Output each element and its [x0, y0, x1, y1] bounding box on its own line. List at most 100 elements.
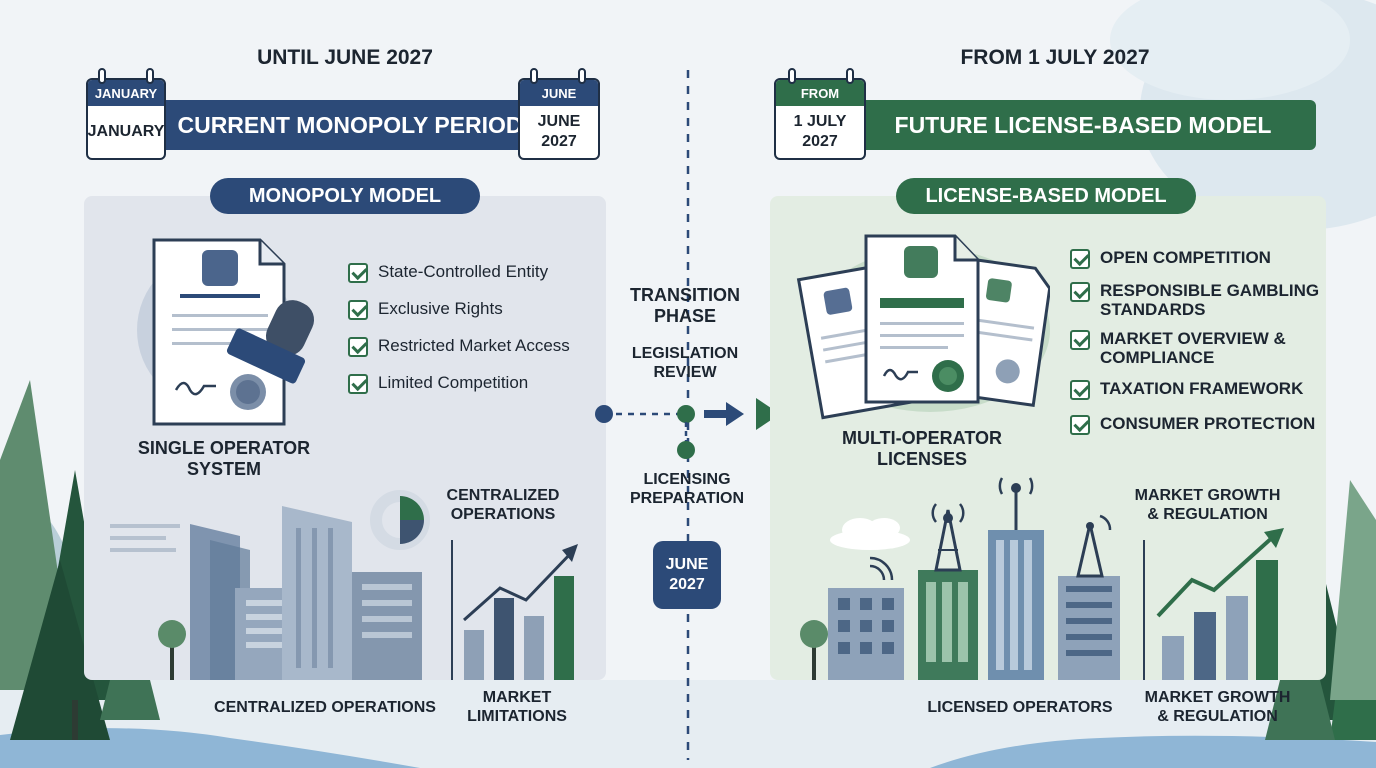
label-line: & REGULATION [1157, 708, 1278, 725]
right-bottom-label-operators: LICENSED OPERATORS [927, 699, 1113, 716]
single-operator-label: SINGLE OPERATOR SYSTEM [114, 438, 334, 480]
checkbox-icon [348, 374, 368, 394]
label-line: CENTRALIZED [446, 487, 560, 504]
monopoly-model-label: MONOPOLY MODEL [248, 184, 442, 207]
checklist-text: Restricted Market Access [378, 336, 570, 355]
calendar-ring-icon [788, 68, 796, 84]
calendar-ring-icon [530, 68, 538, 84]
checkbox-icon [348, 337, 368, 357]
licensing-preparation-label: LICENSING PREPARATION [612, 470, 762, 508]
label-line: LEGISLATION [631, 345, 739, 362]
calendar-future-line2: 2027 [802, 133, 838, 150]
left-bottom-label-limitations: MARKET LIMITATIONS [452, 688, 582, 726]
timeline-divider [686, 70, 690, 760]
list-item: RESPONSIBLE GAMBLING STANDARDS [1070, 281, 1320, 319]
label-line: MARKET [482, 689, 552, 706]
monopoly-model-pill: MONOPOLY MODEL [210, 178, 480, 214]
checklist-text: RESPONSIBLE GAMBLING STANDARDS [1100, 281, 1319, 319]
license-documents-icon [796, 234, 1050, 420]
left-era-title: UNTIL JUNE 2027 [257, 46, 433, 69]
checklist-line: COMPLIANCE [1100, 348, 1215, 367]
label-line: SYSTEM [186, 459, 261, 479]
calendar-end-line1: JUNE [537, 113, 581, 130]
calendar-icon-future: FROM 1 JULY 2027 [774, 78, 866, 160]
list-item: State-Controlled Entity [348, 262, 598, 283]
badge-line: JUNE [665, 556, 709, 573]
calendar-end-header: JUNE [520, 80, 598, 106]
license-model-pill: LICENSE-BASED MODEL [896, 178, 1196, 214]
label-line: MULTI-OPERATOR [842, 428, 1002, 448]
license-model-label: LICENSE-BASED MODEL [925, 184, 1167, 207]
june-2027-badge: JUNE 2027 [653, 541, 721, 609]
checklist-text: TAXATION FRAMEWORK [1100, 379, 1303, 399]
label-line: LICENSING [643, 471, 731, 488]
checklist-text: Exclusive Rights [378, 299, 503, 318]
label-line: TRANSITION [630, 285, 740, 305]
calendar-future-body: 1 JULY 2027 [776, 106, 864, 158]
left-period-banner: CURRENT MONOPOLY PERIOD [150, 100, 550, 150]
checklist-line: TAXATION FRAMEWORK [1100, 379, 1304, 398]
checkbox-icon [1070, 282, 1090, 302]
checklist-line: STANDARDS [1100, 300, 1206, 319]
calendar-future-header: FROM [776, 80, 864, 106]
checklist-line: CONSUMER PROTECTION [1100, 414, 1316, 433]
list-item: OPEN COMPETITION [1070, 248, 1320, 269]
market-growth-label: MARKET GROWTH & REGULATION [1120, 486, 1295, 524]
list-item: Restricted Market Access [348, 336, 598, 357]
checkbox-icon [1070, 330, 1090, 350]
list-item: CONSUMER PROTECTION [1070, 414, 1320, 435]
calendar-ring-icon [146, 68, 154, 84]
transition-phase-label: TRANSITION PHASE [610, 285, 760, 327]
label-line: PHASE [653, 306, 716, 326]
right-period-banner: FUTURE LICENSE-BASED MODEL [850, 100, 1316, 150]
left-banner-text: CURRENT MONOPOLY PERIOD [177, 111, 523, 138]
label-line: LIMITATIONS [467, 708, 567, 725]
multi-operator-label: MULTI-OPERATOR LICENSES [812, 428, 1032, 470]
licensed-city-icon [800, 477, 1284, 680]
calendar-future-line1: 1 JULY [793, 113, 847, 130]
label-line: REVIEW [653, 364, 717, 381]
checklist-text: CONSUMER PROTECTION [1100, 414, 1315, 434]
checklist-text: State-Controlled Entity [378, 262, 549, 281]
monopoly-checklist: State-Controlled Entity Exclusive Rights… [348, 262, 598, 394]
label-line: SINGLE OPERATOR [137, 438, 311, 458]
label-line: MARKET GROWTH [1134, 487, 1281, 504]
calendar-ring-icon [578, 68, 586, 84]
transition-arrow-icon [595, 398, 780, 459]
checkbox-icon [1070, 380, 1090, 400]
right-bottom-label-growth: MARKET GROWTH & REGULATION [1130, 688, 1305, 726]
checkbox-icon [348, 300, 368, 320]
checkbox-icon [348, 263, 368, 283]
calendar-ring-icon [846, 68, 854, 84]
checklist-line: MARKET OVERVIEW & [1100, 329, 1286, 348]
checklist-text: OPEN COMPETITION [1100, 248, 1271, 268]
checklist-text: MARKET OVERVIEW & COMPLIANCE [1100, 329, 1286, 367]
label-line: LICENSES [876, 449, 968, 469]
checklist-line: OPEN COMPETITION [1100, 248, 1271, 267]
right-era-title: FROM 1 JULY 2027 [960, 46, 1150, 69]
label-line: & REGULATION [1147, 506, 1268, 523]
calendar-start-body: JANUARY [87, 123, 165, 140]
checklist-line: RESPONSIBLE GAMBLING [1100, 281, 1320, 300]
calendar-icon-end: JUNE JUNE 2027 [518, 78, 600, 160]
label-line: MARKET GROWTH [1144, 689, 1291, 706]
label-line: PREPARATION [629, 490, 745, 507]
legislation-review-label: LEGISLATION REVIEW [610, 344, 760, 382]
calendar-icon-start: JANUARY JANUARY [86, 78, 166, 160]
calendar-ring-icon [98, 68, 106, 84]
calendar-end-body: JUNE 2027 [520, 106, 598, 158]
label-line: OPERATIONS [450, 506, 556, 523]
stamped-document-icon [137, 238, 315, 426]
list-item: Limited Competition [348, 373, 598, 394]
list-item: TAXATION FRAMEWORK [1070, 379, 1320, 400]
checklist-text: Limited Competition [378, 373, 529, 392]
list-item: Exclusive Rights [348, 299, 598, 320]
license-checklist: OPEN COMPETITION RESPONSIBLE GAMBLING ST… [1070, 248, 1320, 435]
centralized-city-icon [110, 490, 578, 680]
calendar-start-header: JANUARY [88, 80, 164, 106]
badge-line: 2027 [669, 576, 705, 593]
list-item: MARKET OVERVIEW & COMPLIANCE [1070, 329, 1320, 367]
left-bottom-label-operations: CENTRALIZED OPERATIONS [214, 699, 436, 716]
centralized-operations-label: CENTRALIZED OPERATIONS [438, 486, 568, 524]
calendar-end-line2: 2027 [541, 133, 577, 150]
